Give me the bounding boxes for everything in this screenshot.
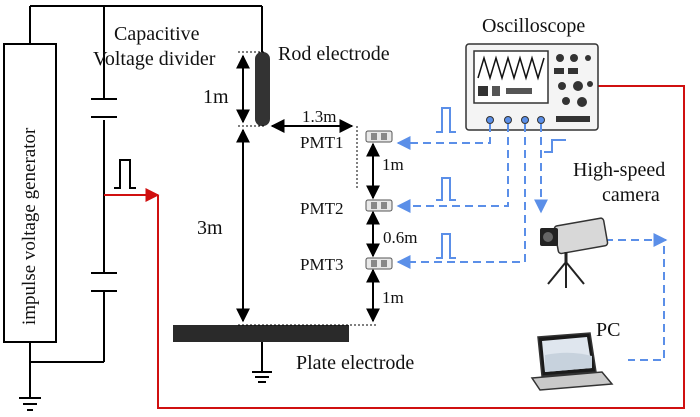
ground-icon [19, 397, 41, 411]
pmt-sensor-3 [365, 257, 393, 270]
high-speed-camera-icon [540, 217, 609, 288]
pc-laptop-icon [530, 332, 614, 391]
capacitor-symbol-lower [91, 272, 117, 292]
divider-label-line1: Capacitive [114, 23, 200, 45]
distance-pmt1-pmt2: 1m [382, 155, 404, 174]
pmt1-label: PMT1 [300, 133, 344, 152]
oscilloscope-label: Oscilloscope [482, 15, 586, 37]
pmt3-label: PMT3 [300, 255, 344, 274]
plate-electrode-label: Plate electrode [296, 352, 415, 374]
generator-wiring [29, 5, 263, 398]
red-signal-cable [157, 85, 685, 409]
distance-pmt2-pmt3: 0.6m [383, 228, 418, 247]
pmt2-label: PMT2 [300, 199, 344, 218]
rod-electrode [255, 52, 270, 126]
camera-label-line2: camera [602, 184, 660, 206]
camera-label-line1: High-speed [573, 159, 666, 181]
pmt-sensor-1 [365, 130, 393, 143]
optical-signal-paths [396, 124, 665, 361]
plate-ground-icon [252, 342, 272, 383]
distance-gap-total: 3m [197, 217, 223, 239]
divider-label-line2: Voltage divider [93, 48, 216, 70]
distance-rod-gap: 1m [203, 86, 229, 108]
rod-electrode-label: Rod electrode [278, 43, 390, 65]
light-pulse-icons [436, 107, 566, 259]
generator-label: impulse voltage generator [19, 127, 40, 325]
oscilloscope-icon [465, 43, 599, 131]
plate-electrode [173, 325, 349, 342]
impulse-generator-box [3, 43, 57, 343]
impulse-pulse-icon [114, 159, 136, 189]
distance-pmt3-plate: 1m [382, 288, 404, 307]
pc-label: PC [596, 319, 621, 341]
distance-horizontal: 1.3m [302, 107, 337, 126]
capacitor-symbol-upper [91, 98, 117, 118]
pmt-sensor-2 [365, 199, 393, 212]
